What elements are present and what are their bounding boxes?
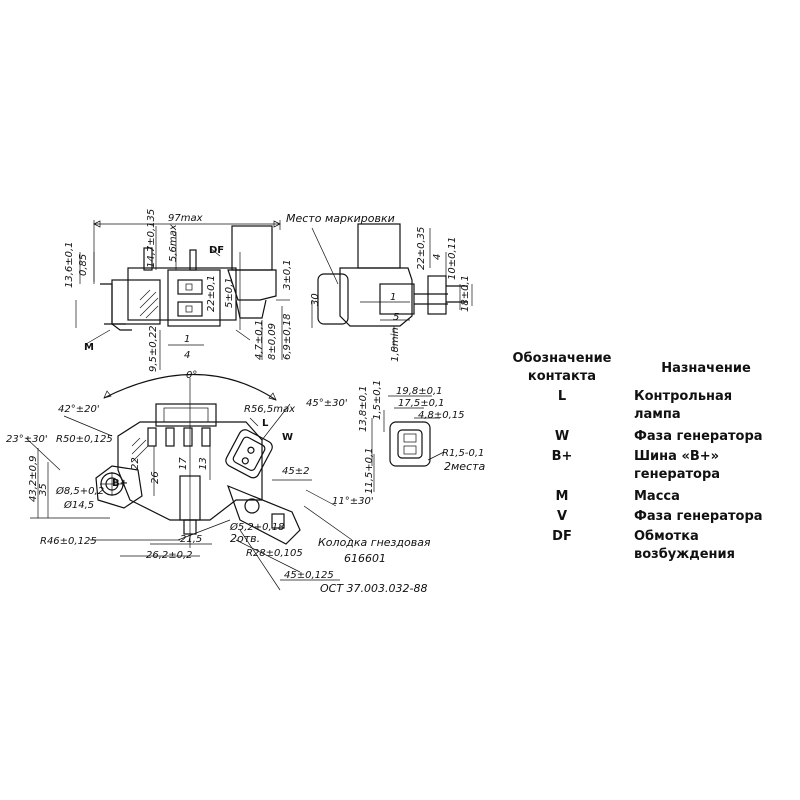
legend-desc-w: Фаза генератора: [634, 429, 763, 444]
dim-r28: R28±0,105: [246, 548, 303, 559]
dim-10: 10±0,11: [447, 237, 458, 280]
legend-code-bplus: B+: [552, 449, 573, 464]
dim-6-9: 6,9±0,18: [282, 313, 293, 360]
dim-4b: 4: [432, 254, 443, 260]
dim-14-7: 14,7±0,135: [146, 209, 157, 268]
legend-table: Обозначение контакта Назначение L Контро…: [512, 351, 762, 562]
legend-desc-df-line1: Обмотка: [634, 529, 699, 544]
dim-11deg: 11°±30': [332, 496, 374, 507]
dim-r46: R46±0,125: [40, 536, 97, 547]
label-two-places: 2места: [444, 460, 486, 473]
legend-desc-df-line2: возбуждения: [634, 547, 735, 562]
label-bplus: B+: [112, 478, 128, 489]
legend-desc-bplus-line1: Шина «В+»: [634, 449, 719, 464]
front-view: 97max 14,7±0,135 5,6max DF 13,6±0,1 0,85…: [64, 209, 293, 372]
dim-26: 26: [150, 471, 161, 484]
label-w: W: [282, 432, 293, 443]
legend-desc-bplus-line2: генератора: [634, 467, 720, 482]
legend-code-v: V: [557, 509, 567, 524]
dim-3: 3±0,1: [282, 259, 293, 290]
dim-1-5a: 1,5±0,1: [372, 380, 383, 420]
side-view: Место маркировки 22±0,35 4 10±0,11 18±0,…: [286, 212, 473, 362]
dim-13: 13: [198, 457, 209, 470]
dim-5b: 5: [393, 312, 399, 323]
label-mesto-markirovki: Место маркировки: [286, 212, 395, 225]
dim-26-2: 26,2±0,2: [146, 550, 193, 561]
dim-42deg: 42°±20': [58, 404, 100, 415]
legend-code-w: W: [555, 429, 569, 444]
dim-0-85: 0,85: [78, 254, 89, 276]
dim-19-8: 19,8±0,1: [396, 386, 443, 397]
dim-d8-5: Ø8,5+0,2: [55, 485, 104, 497]
dim-45deg: 45°±30': [306, 398, 348, 409]
dim-d5-2: Ø5,2+0,18: [229, 521, 284, 533]
dim-43-2: 43,2±0,9: [28, 455, 39, 502]
dim-17-5: 17,5±0,1: [398, 398, 445, 409]
top-view: 0° 42°±20' R56,5max 45°±30' L W 23°±30' …: [6, 370, 431, 595]
dim-22b: 22±0,35: [416, 227, 427, 270]
connector-detail: 19,8±0,1 17,5±0,1 4,8±0,15 13,8±0,1 1,5±…: [358, 380, 486, 494]
legend-desc-m: Масса: [634, 489, 680, 504]
dim-45-125: 45±0,125: [284, 570, 334, 581]
dim-13-8: 13,8±0,1: [358, 385, 369, 432]
dim-5-6max: 5,6max: [168, 224, 179, 262]
label-kolodka-number: 616601: [344, 552, 386, 565]
dim-22c: 22: [130, 457, 141, 470]
dim-r50: R50±0,125: [56, 434, 113, 445]
legend-header-desc: Назначение: [661, 361, 751, 376]
legend-code-l: L: [558, 389, 566, 404]
dim-21-5: 21,5: [180, 534, 202, 545]
dim-13-6: 13,6±0,1: [64, 241, 75, 288]
dim-8: 8±0,09: [267, 323, 278, 360]
legend-desc-l-line1: Контрольная: [634, 389, 732, 404]
dim-1-8min: 1,8min: [390, 327, 401, 362]
legend-header-code-line2: контакта: [528, 369, 596, 384]
dim-30: 30: [310, 293, 321, 306]
label-l: L: [262, 418, 269, 429]
legend-header-code-line1: Обозначение: [512, 351, 611, 366]
legend-desc-v: Фаза генератора: [634, 509, 763, 524]
dim-4a: 4: [184, 350, 190, 361]
dim-r56: R56,5max: [244, 404, 295, 415]
dim-1b: 1: [390, 292, 396, 303]
dim-d14-5: Ø14,5: [63, 499, 94, 511]
dim-9-5: 9,5±0,22: [148, 325, 159, 372]
dim-1a: 1: [184, 334, 190, 345]
dim-23deg: 23°±30': [6, 434, 48, 445]
dim-35: 35: [38, 483, 49, 496]
dim-45pm2: 45±2: [282, 466, 309, 477]
legend-code-df: DF: [552, 529, 572, 544]
label-ost: ОСТ 37.003.032-88: [320, 582, 428, 595]
dim-18: 18±0,1: [460, 275, 471, 312]
dim-17: 17: [178, 457, 189, 470]
dim-4-8: 4,8±0,15: [418, 410, 465, 421]
dim-4-7: 4,7±0,1: [254, 320, 265, 360]
dim-97max: 97max: [168, 213, 203, 224]
label-two-holes: 2отв.: [230, 532, 260, 545]
dim-0deg: 0°: [186, 370, 197, 381]
dim-r1-5: R1,5-0,1: [442, 448, 484, 459]
dim-5: 5±0,1: [224, 277, 235, 308]
dim-22a: 22±0,1: [206, 275, 217, 312]
label-kolodka: Колодка гнездовая: [318, 536, 431, 549]
legend-desc-l-line2: лампа: [634, 407, 681, 422]
legend-code-m: M: [556, 489, 569, 504]
label-df: DF: [209, 245, 224, 256]
dim-11-5: 11,5+0,1: [364, 447, 375, 494]
label-m: M: [84, 342, 94, 353]
